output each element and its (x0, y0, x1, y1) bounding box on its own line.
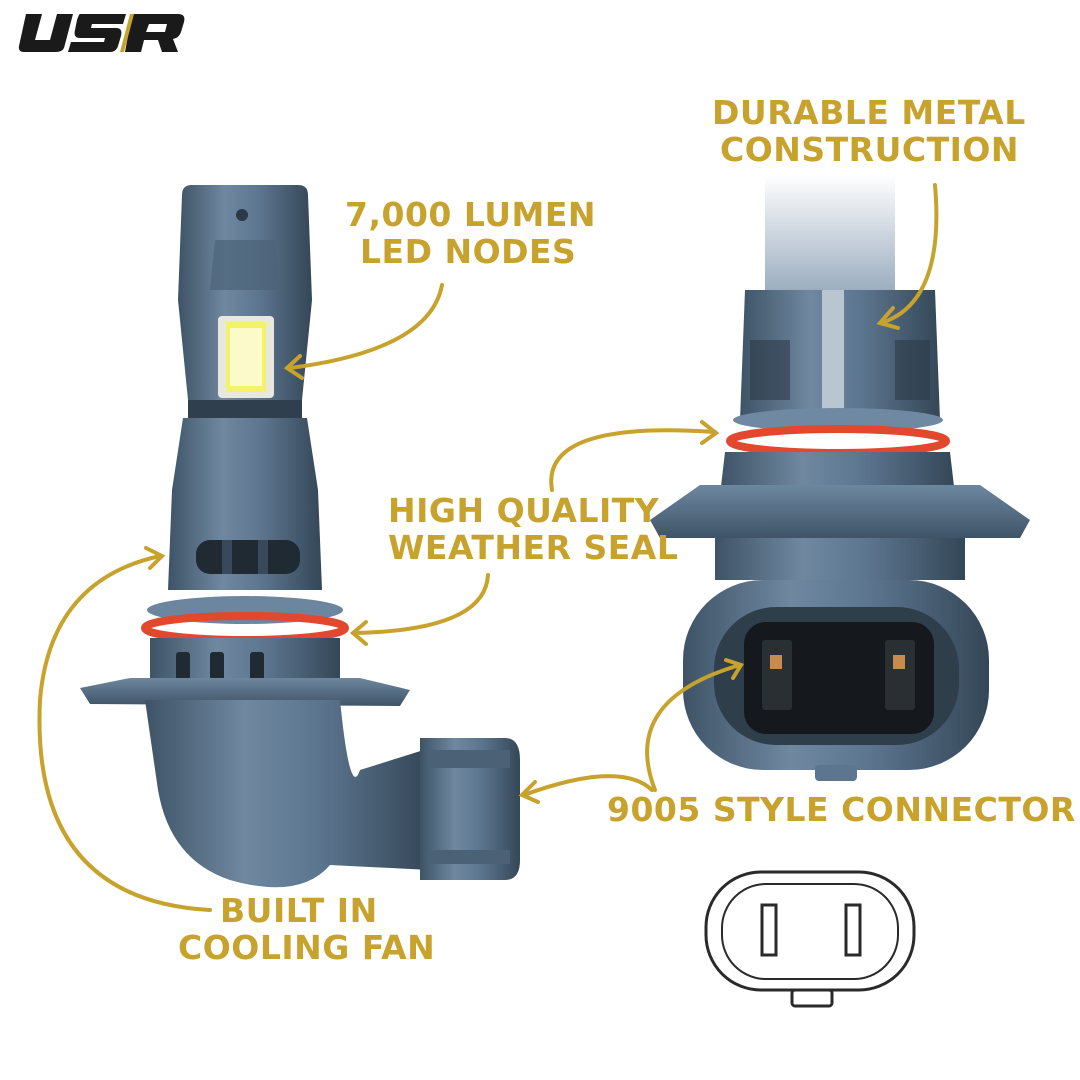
arrow-fan-head (144, 546, 166, 570)
callout-lumen-line-2: LED NODES (360, 231, 577, 271)
callout-connector: 9005 STYLE CONNECTOR (607, 790, 1076, 829)
callout-metal-line-1: DURABLE METAL (712, 93, 1026, 132)
weather-seal (141, 612, 349, 644)
arrow-seal-right-head (700, 420, 720, 445)
arrow-connector-left-head (518, 780, 540, 804)
callout-lumen-line-1: 7,000 LUMEN (345, 195, 597, 234)
right-bulb (650, 175, 1030, 781)
arrow-connector-left (522, 774, 654, 797)
arrow-lumen-head (283, 354, 304, 380)
callout-metal: DURABLE METAL CONSTRUCTION (712, 93, 1026, 169)
weather-seal-right (726, 425, 950, 457)
callout-metal-line-2: CONSTRUCTION (720, 129, 1020, 169)
arrow-seal-left-head (349, 620, 368, 646)
arrow-seal-left (354, 573, 490, 635)
arrow-seal-right (549, 428, 717, 492)
callout-seal-line-2: WEATHER SEAL (388, 527, 679, 567)
arrow-metal (882, 183, 939, 324)
arrow-metal-head (876, 306, 900, 330)
arrow-fan (37, 554, 212, 912)
arrow-connector-right-head (724, 658, 745, 680)
arrow-connector-right (645, 663, 742, 792)
connector-outline-icon (704, 870, 916, 1008)
callout-lumen: 7,000 LUMEN LED NODES (345, 195, 597, 271)
callout-fan-line-2: COOLING FAN (178, 927, 436, 967)
usr-logo-icon (18, 14, 185, 52)
callout-seal: HIGH QUALITY WEATHER SEAL (388, 491, 679, 567)
arrow-lumen (288, 283, 444, 370)
callout-fan: BUILT IN COOLING FAN (178, 891, 436, 967)
left-bulb (80, 185, 520, 888)
callout-connector-line-1: 9005 STYLE CONNECTOR (607, 790, 1076, 829)
callout-seal-line-1: HIGH QUALITY (388, 491, 660, 530)
brand-logo (16, 12, 186, 58)
callout-fan-line-1: BUILT IN (220, 891, 378, 930)
callout-arrows (37, 183, 939, 912)
